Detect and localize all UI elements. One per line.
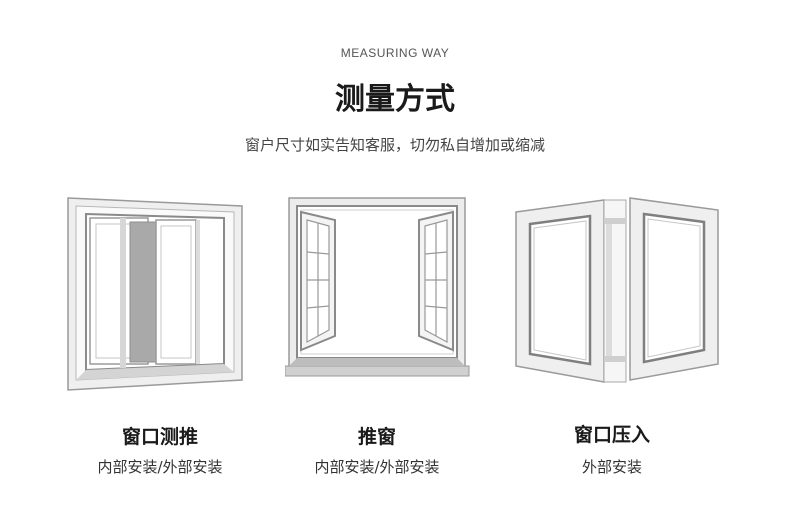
item-name: 窗口压入 [573,424,650,446]
page-title: 测量方式 [335,82,455,117]
item-name: 推窗 [357,426,396,448]
item-method: 内部安装/外部安装 [314,458,440,476]
description: 窗户尺寸如实告知客服，切勿私自增加或缩减 [244,136,545,154]
double-sash-window-icon [515,197,719,383]
item-method: 内部安装/外部安装 [97,458,223,476]
subtitle-en: MEASURING WAY [340,46,450,60]
item-method: 外部安装 [581,458,642,476]
sliding-window-icon [67,197,243,391]
casement-window-icon [285,197,470,377]
item-name: 窗口测推 [121,426,198,448]
item-double-sash-window: 窗口压入 外部安装 [512,190,719,476]
item-casement-window: 推窗 内部安装/外部安装 [285,190,485,476]
item-sliding-window: 窗口测推 内部安装/外部安装 [60,190,260,476]
